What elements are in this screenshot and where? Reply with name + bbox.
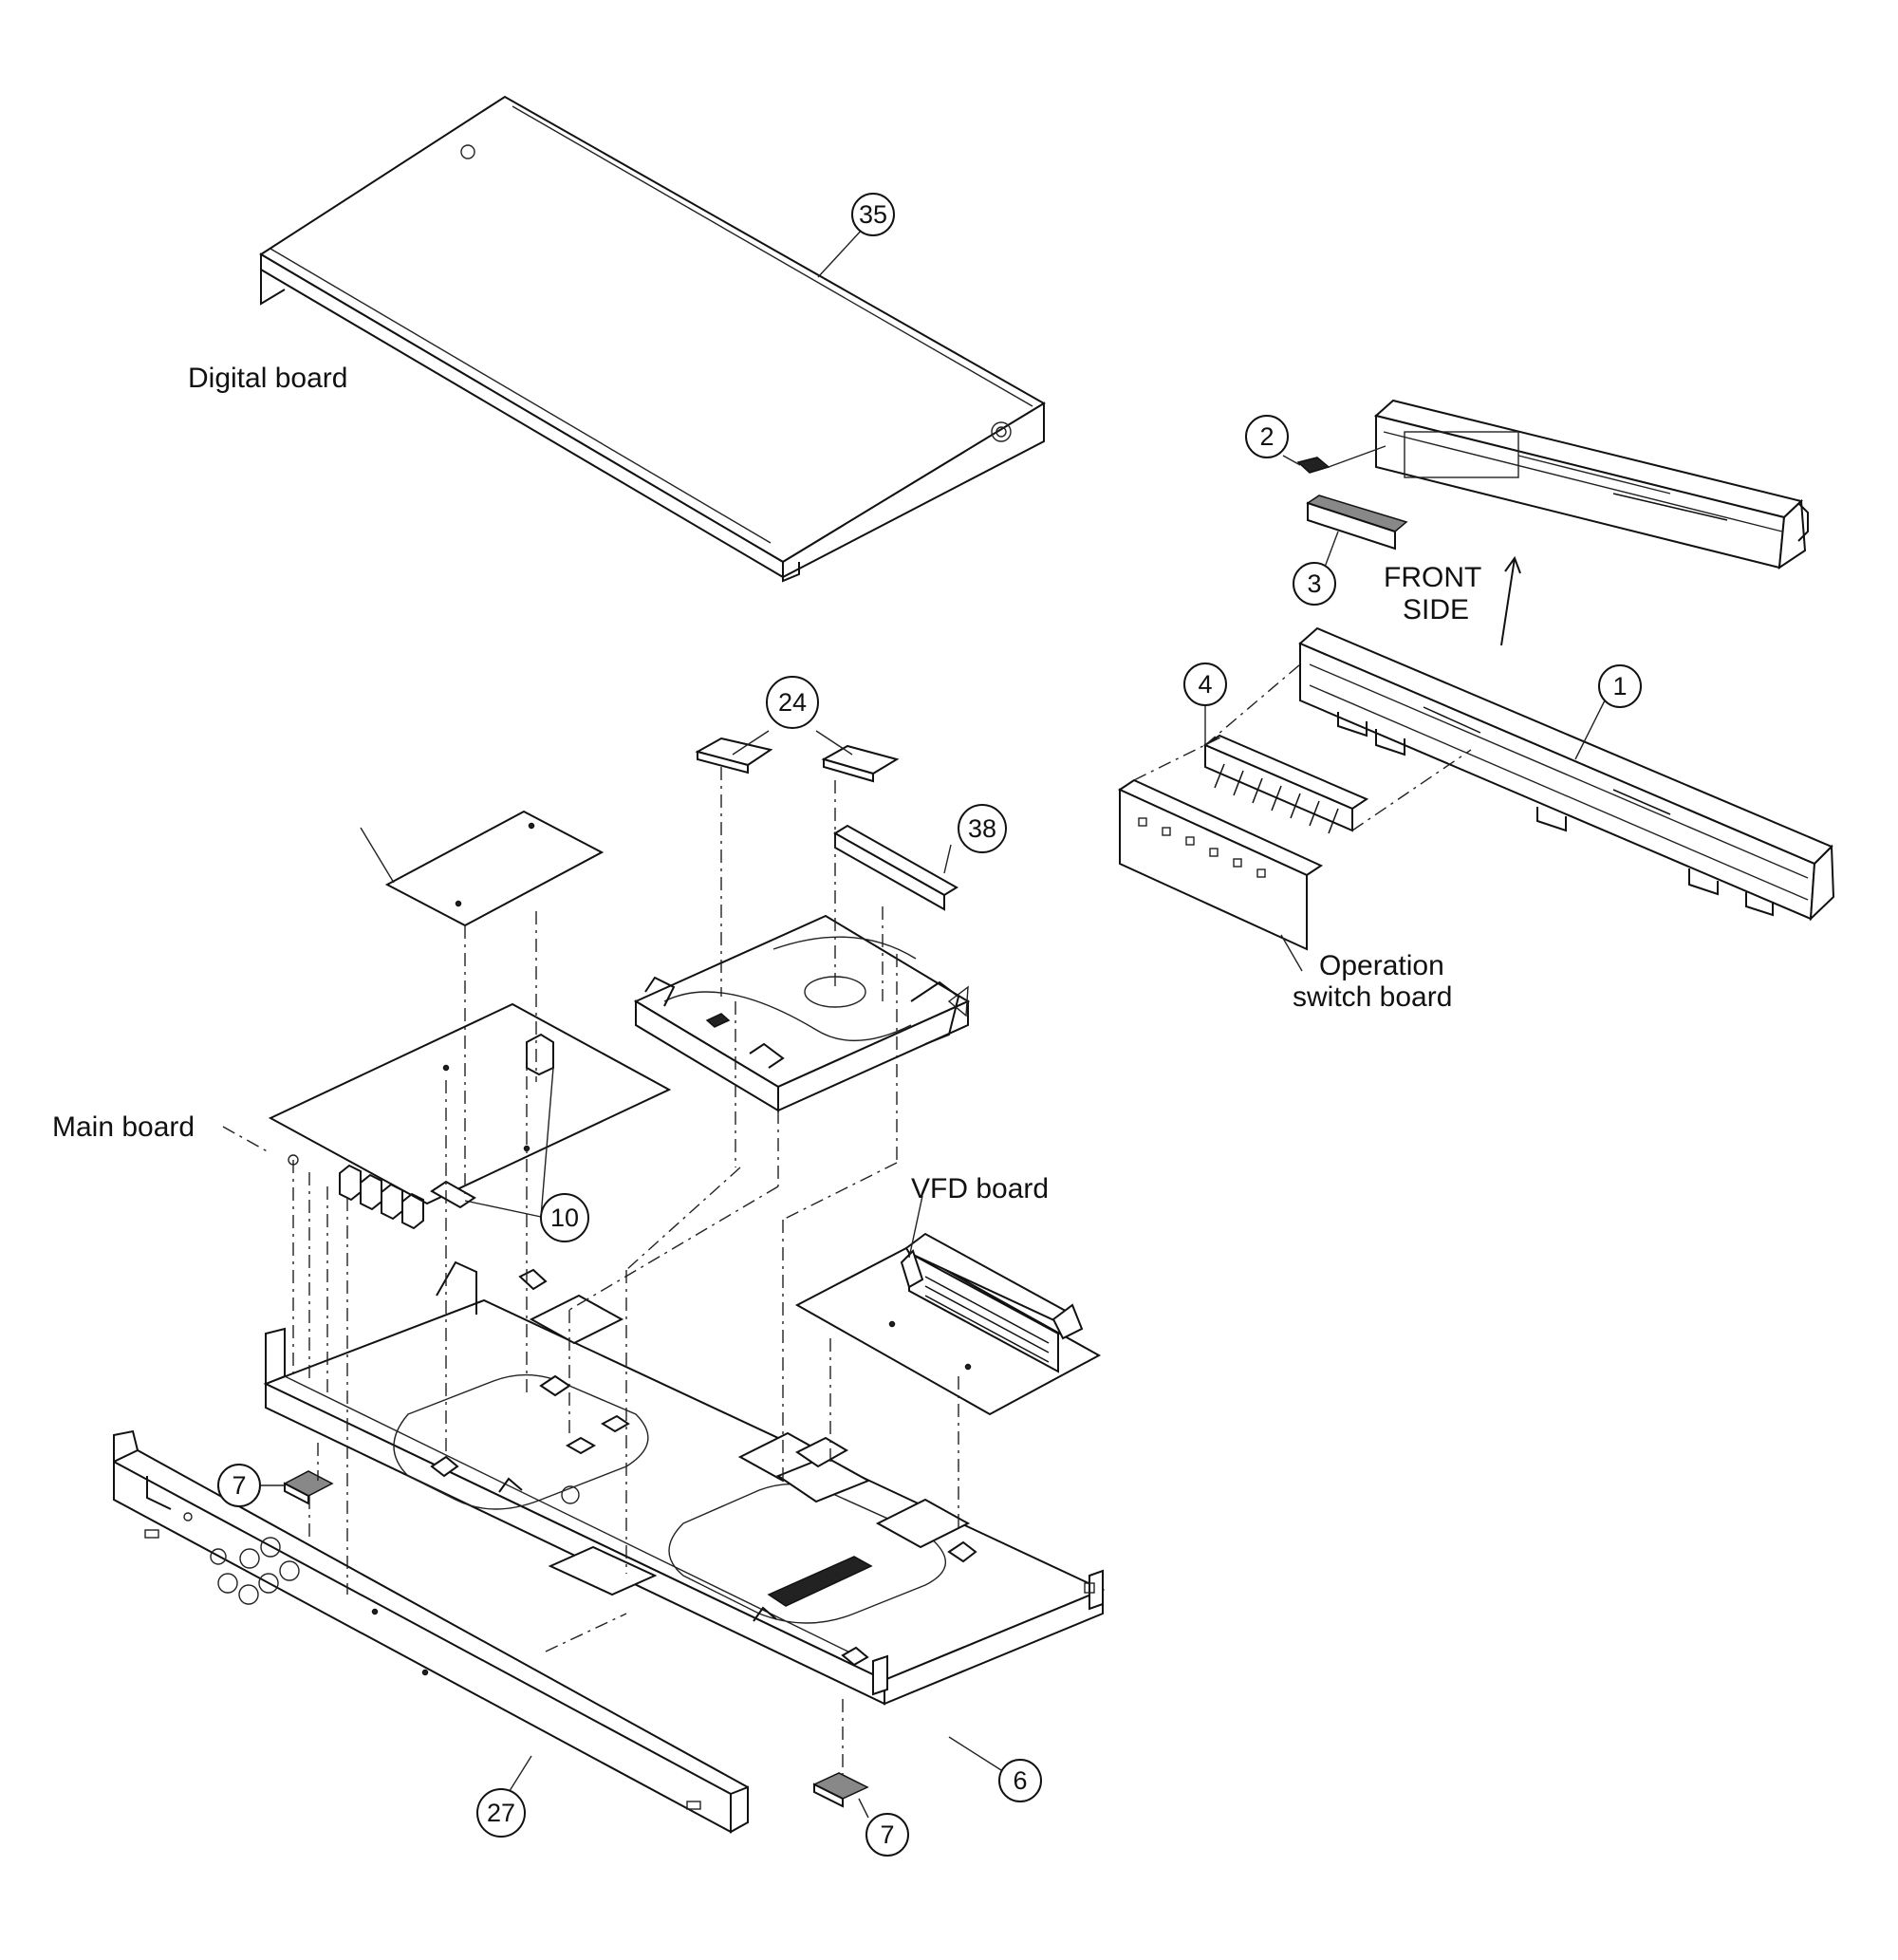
label-switch-board: switch board (1293, 981, 1452, 1013)
label-main-board: Main board (52, 1111, 195, 1143)
svg-text:1: 1 (1612, 672, 1627, 700)
svg-text:24: 24 (778, 688, 807, 717)
callout-38: 38 (958, 804, 1007, 853)
callout-27: 27 (476, 1788, 526, 1838)
leader-lines (222, 227, 1610, 1819)
label-front: FRONT (1384, 562, 1481, 593)
part-2-button (1296, 445, 1386, 474)
callout-24: 24 (766, 676, 819, 729)
front-side-arrow (1500, 555, 1521, 646)
chassis-base (263, 1260, 1106, 1706)
part-24-pads (695, 730, 900, 783)
callout-2: 2 (1245, 415, 1289, 458)
part-3-window (1306, 495, 1408, 551)
callout-35: 35 (851, 193, 895, 236)
svg-text:7: 7 (880, 1820, 894, 1849)
front-panel-frame (1298, 626, 1835, 922)
svg-text:35: 35 (859, 200, 887, 229)
svg-text:2: 2 (1259, 422, 1274, 451)
callout-6: 6 (998, 1759, 1042, 1802)
callout-4: 4 (1183, 663, 1227, 706)
digital-board (384, 810, 605, 927)
part-4-buttons (1202, 734, 1369, 834)
callout-7-left: 7 (217, 1464, 261, 1507)
operation-switch-board (1117, 778, 1324, 951)
top-cover (259, 95, 1046, 583)
callout-10: 10 (540, 1193, 589, 1242)
disc-drive-mechanism (633, 914, 971, 1112)
callout-7-right: 7 (865, 1813, 909, 1857)
svg-text:6: 6 (1013, 1766, 1027, 1795)
rear-panel (113, 1429, 749, 1834)
callout-3: 3 (1293, 562, 1336, 606)
label-side: SIDE (1403, 594, 1469, 625)
label-digital-board: Digital board (188, 363, 347, 394)
main-board (268, 1002, 672, 1230)
svg-text:38: 38 (968, 814, 996, 843)
foot-left (283, 1470, 334, 1505)
assembly-lines (292, 767, 959, 1775)
label-operation: Operation (1319, 950, 1444, 981)
part-38-strip (833, 824, 958, 911)
svg-text:4: 4 (1198, 670, 1212, 699)
vfd-board (794, 1232, 1102, 1416)
svg-text:7: 7 (232, 1471, 246, 1500)
svg-text:27: 27 (487, 1799, 515, 1827)
svg-text:10: 10 (550, 1204, 579, 1232)
front-bezel (1373, 399, 1809, 569)
callout-1: 1 (1598, 664, 1642, 708)
foot-right (812, 1772, 869, 1808)
label-vfd-board: VFD board (911, 1173, 1049, 1204)
svg-text:3: 3 (1307, 569, 1321, 598)
